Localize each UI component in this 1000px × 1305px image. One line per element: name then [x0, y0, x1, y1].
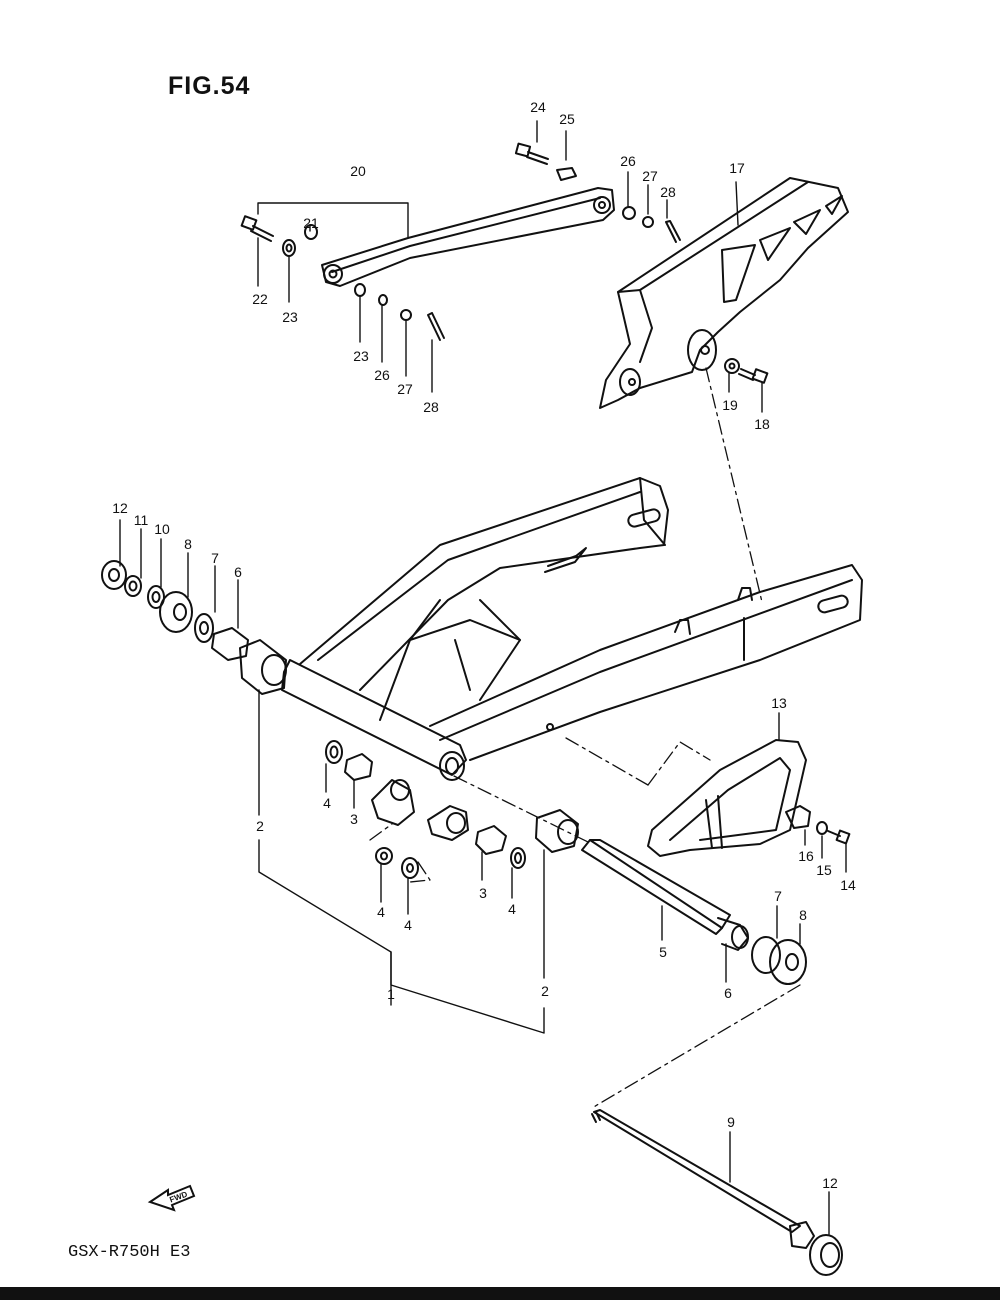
- callout: 20: [350, 163, 366, 179]
- callout: 17: [729, 160, 745, 176]
- callout: 1: [387, 986, 395, 1002]
- callout: 27: [642, 168, 658, 184]
- callout: 6: [724, 985, 732, 1001]
- callout: 4: [508, 901, 516, 917]
- callout: 26: [374, 367, 390, 383]
- model-code: GSX-R750H E3: [68, 1243, 191, 1262]
- callout: 5: [659, 944, 667, 960]
- callout: 12: [112, 500, 128, 516]
- callout: 23: [353, 348, 369, 364]
- callout: 7: [774, 888, 782, 904]
- callout: 24: [530, 99, 546, 115]
- callout: 4: [404, 917, 412, 933]
- callout: 21: [303, 215, 319, 231]
- callout: 19: [722, 397, 738, 413]
- callout: 26: [620, 153, 636, 169]
- callout: 8: [184, 536, 192, 552]
- callout: 8: [799, 907, 807, 923]
- callout: 2: [541, 983, 549, 999]
- callout: 13: [771, 695, 787, 711]
- fwd-arrow-icon: FWD: [147, 1184, 196, 1212]
- callout: 11: [134, 512, 149, 528]
- callout: 22: [252, 291, 268, 307]
- figure-title: FIG.54: [168, 72, 251, 100]
- chain-buffer: [647, 739, 807, 857]
- callout: 28: [423, 399, 439, 415]
- link-mount: [371, 779, 469, 841]
- bottom-border: [0, 1287, 1000, 1300]
- callout: 12: [822, 1175, 838, 1191]
- callout: 23: [282, 309, 298, 325]
- bolt-24: [514, 142, 549, 165]
- callout: 9: [727, 1114, 735, 1130]
- callout: 27: [397, 381, 413, 397]
- callout: 4: [323, 795, 331, 811]
- chain-case: [599, 177, 849, 409]
- callout: 7: [211, 550, 219, 566]
- callout: 25: [559, 111, 575, 127]
- callout: 14: [840, 877, 856, 893]
- callout: 28: [660, 184, 676, 200]
- bolt-18: [738, 368, 769, 384]
- callout: 3: [350, 811, 358, 827]
- callout: 3: [479, 885, 487, 901]
- bolt-22: [240, 215, 274, 242]
- callout: 18: [754, 416, 770, 432]
- callout: 10: [154, 521, 170, 537]
- callout: 15: [816, 862, 832, 878]
- callout: 16: [798, 848, 814, 864]
- callout: 6: [234, 564, 242, 580]
- callout: 2: [256, 818, 264, 834]
- callout: 4: [377, 904, 385, 920]
- swingarm: [281, 477, 863, 781]
- torque-link: [321, 187, 615, 287]
